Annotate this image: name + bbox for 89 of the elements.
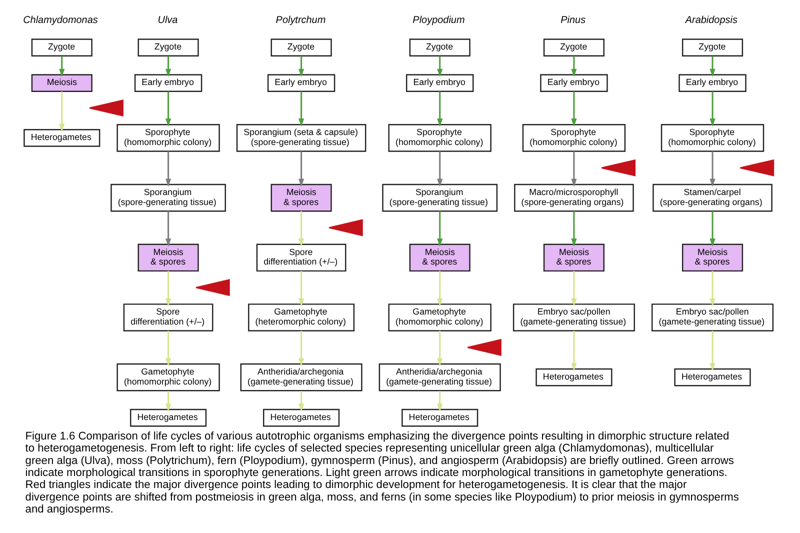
node-box: Meiosis & spores [542,244,604,272]
caption: Figure 1.6 Comparison of life cycles of various autotrophic organisms emphasizing the divergence points resulting in dimorphic structure related to heterogametogenesis. From left to right: life cycles of selected species representing unicellular green alga (Chlamydomonas), multicellular green alga (Ulva), moss (Polytrichum), fern (Ploypodium), gymnosperm (Pinus), and angiosperm (Arabidopsis) are briefly outlined. Green arrows indicate morphological transitions in sporophyte generations. Light green arrows indicate morphological transitions in gametophyte generations. Red triangles indicate the major divergence points leading to dimorphic development for heterogametogenesis. It is clear that the major divergence points are shifted from postmeiosis in green alga, moss, and ferns (in some species like Ploypodium) to prior meiosis in gymnosperms and angiosperms. [24,430,738,516]
arrow [436,56,442,77]
node-triangle [88,99,123,117]
arrow [436,390,442,412]
node-box: Meiosis & spores [270,184,332,212]
node-box: Heterogametes [674,368,750,386]
node-box: Macro/microsporophyll (spore-generating organs) [514,184,634,212]
arrow [436,91,442,127]
node-box: Sporophyte (homomorphic colony) [660,124,764,152]
node-box: Heterogametes [535,368,612,386]
node-box: Zygote [408,38,470,56]
node-box: Heterogametes [129,408,206,427]
node-box: Antheridia/archegonia (gamete-generating tissue) [378,363,500,392]
node-box: Sporangium (spore-generating tissue) [382,184,498,212]
node-box: Zygote [30,38,92,56]
arrow [709,211,715,247]
node-box: Antheridia/archegonia (gamete-generating tissue) [240,363,362,392]
node-box: Early embryo [405,74,474,92]
arrow [570,211,576,247]
arrow [298,270,304,307]
arrow [570,270,576,307]
arrow [58,91,64,132]
node-box: Zygote [681,38,743,56]
node-box: Zygote [542,38,604,56]
arrow [436,330,442,366]
node-box: Heterogametes [23,129,100,147]
node-box: Heterogametes [262,408,340,427]
node-box: Embryo sac/pollen (gamete-generating tissue) [512,304,634,332]
node-box: Meiosis & spores [681,244,743,272]
arrow [436,270,442,307]
arrow [709,151,715,187]
node-box: Gametophyte (homomorphic colony) [388,304,491,332]
node-box: Meiosis & spores [408,244,470,272]
arrow [570,91,576,127]
arrow [164,56,171,77]
arrow [298,56,304,77]
arrow [298,211,304,247]
node-box: Embryo sac/pollen (gamete-generating tissue) [651,304,774,332]
arrow [709,56,715,77]
label: Ulva [157,14,178,26]
label: Chlamydomonas [22,14,98,26]
node-triangle [739,159,774,176]
label: Polytrchum [275,14,326,26]
arrow [164,330,171,366]
arrow [58,56,64,77]
node-triangle [466,338,501,356]
node-triangle [328,219,362,236]
node-box: Heterogametes [401,408,478,427]
node-box: Spore differentiation (+/–) [122,304,213,332]
node-box: Sporophyte (homomorphic colony) [522,124,626,152]
arrow [709,270,715,307]
node-box: Gametophyte (heteromorphic colony) [248,304,354,332]
node-box: Sporangium (spore-generating tissue) [110,184,226,212]
node-box: Early embryo [134,74,202,92]
arrow [570,56,576,77]
node-box: Early embryo [266,74,335,92]
node-triangle [600,159,636,176]
node-box: Early embryo [678,74,746,92]
node-triangle [194,279,230,296]
arrow [164,91,171,127]
arrow [298,390,304,412]
arrow [298,151,304,187]
node-box: Sporophyte (homomorphic colony) [388,124,491,152]
node-box: Zygote [137,38,198,56]
node-box: Zygote [270,38,332,56]
node-box: Gametophyte (homomorphic colony) [116,363,220,392]
label: Pinus [560,14,586,26]
node-box: Meiosis & spores [137,244,198,272]
node-box: Sporophyte (homomorphic colony) [116,124,220,152]
arrow [709,330,715,372]
arrow [570,151,576,187]
node-box: Spore differentiation (+/–) [256,244,346,272]
node-box: Early embryo [540,74,608,92]
label: Ploypodium [412,14,464,26]
node-box: Stamen/carpel (spore-generating organs) [652,184,772,212]
node-box: Meiosis [30,74,92,92]
arrow [164,270,171,307]
arrow [570,330,576,372]
arrow [298,330,304,366]
node-box: Sporangium (seta & capsule) (spore-generating tissue) [236,124,366,152]
arrow [436,151,442,187]
arrow [436,211,442,247]
arrow [164,151,171,187]
arrow [709,91,715,127]
arrow [298,91,304,127]
arrow [164,390,171,412]
label: Arabidopsis [684,14,737,26]
arrow [164,211,171,247]
